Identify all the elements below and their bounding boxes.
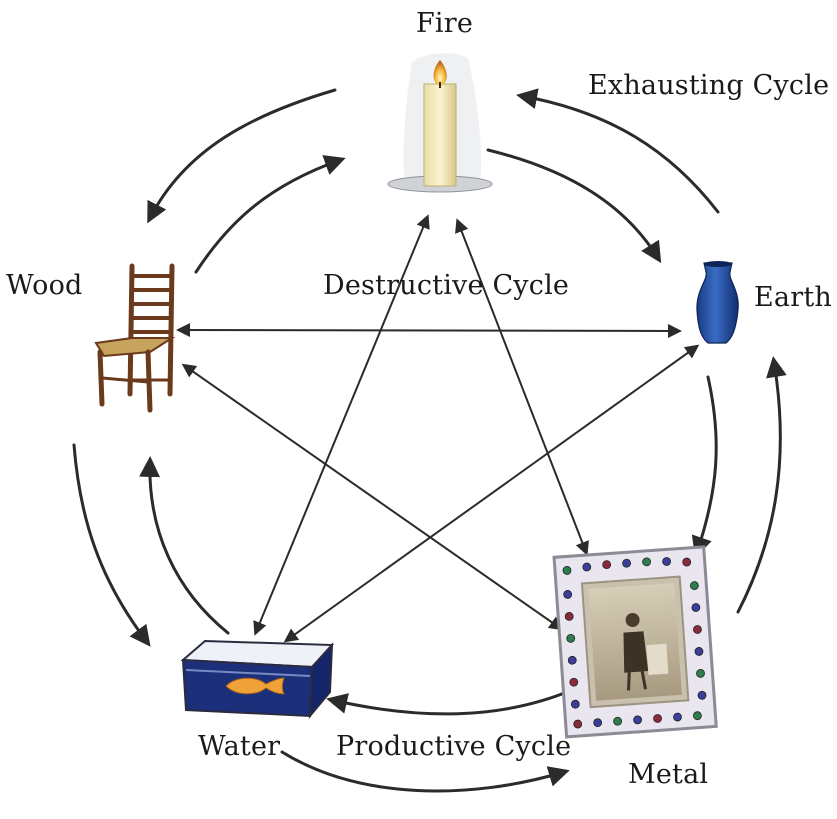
arrow-fire-to-earth	[486, 148, 662, 264]
label-destructive-cycle: Destructive Cycle	[323, 270, 570, 301]
label-productive-cycle: Productive Cycle	[336, 731, 572, 762]
arrow-water-to-wood	[139, 456, 230, 635]
arrow-water-to-metal	[280, 750, 570, 793]
arrow-earth-to-metal	[691, 375, 718, 558]
label-exhausting-cycle: Exhausting Cycle	[588, 70, 830, 101]
vase-icon	[696, 261, 739, 344]
label-fire: Fire	[416, 8, 474, 39]
arrow-earth-to-fire	[516, 88, 720, 214]
label-earth: Earth	[754, 282, 832, 313]
picture-frame-icon	[552, 545, 718, 739]
arrow-wood-to-fire	[194, 155, 346, 274]
arrow-earth-water	[283, 344, 700, 643]
label-wood: Wood	[6, 270, 83, 301]
label-metal: Metal	[628, 759, 709, 790]
arrow-wood-to-water	[72, 443, 151, 647]
arrow-wood-earth	[176, 323, 682, 338]
arrow-metal-to-water	[326, 688, 574, 716]
candle-icon	[387, 53, 493, 193]
arrow-wood-metal	[181, 363, 564, 631]
arrow-fire-to-wood	[147, 88, 337, 224]
exhausting-cycle-arrows	[72, 88, 787, 793]
arrow-metal-to-earth	[736, 356, 787, 614]
fish-tank-icon	[180, 639, 335, 719]
label-water: Water	[198, 731, 281, 762]
chair-icon	[94, 263, 176, 413]
destructive-cycle-arrows	[176, 214, 700, 643]
frame-jewels	[562, 557, 707, 729]
